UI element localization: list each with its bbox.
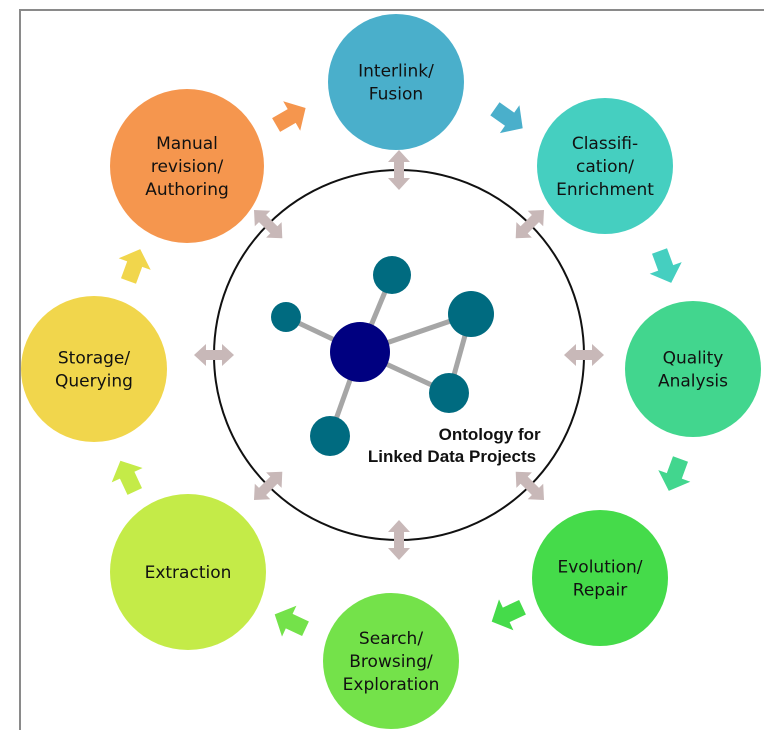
center-title: Ontology for Linked Data Projects (368, 425, 545, 466)
ring-double-arrow (254, 471, 283, 500)
network-hub-node (330, 322, 390, 382)
stage-label-line: Storage/ (58, 349, 131, 369)
stage-label-line: revision/ (151, 157, 224, 177)
stage-label-line: Quality (663, 349, 724, 369)
ring-double-arrow (564, 344, 604, 366)
stage-manual: Manual revision/Authoring (110, 89, 264, 243)
stage-circle-manual (110, 89, 264, 243)
cycle-arrow (272, 101, 306, 132)
network-node (310, 416, 350, 456)
ring-double-arrow (194, 344, 234, 366)
stage-label-manual: Manual revision/Authoring (145, 134, 229, 200)
stage-label-line: Evolution/ (558, 558, 643, 578)
stage-label-line: Enrichment (556, 180, 654, 200)
center-title-line-2: Linked Data Projects (368, 447, 536, 466)
stage-label-line: Classifi- (572, 134, 638, 154)
stage-label-storage: Storage/Querying (55, 349, 133, 392)
cycle-arrow (491, 599, 526, 631)
network-node (271, 302, 301, 332)
stage-circle-quality (625, 301, 761, 437)
stage-label-line: Manual (156, 134, 218, 154)
cycle-arrow (118, 249, 151, 284)
stage-label-line: cation/ (576, 157, 634, 177)
stage-label-line: Extraction (145, 563, 232, 583)
network-icon (271, 256, 494, 456)
stage-circle-search (323, 593, 459, 729)
stage-label-interlink: Interlink/Fusion (358, 62, 434, 105)
stage-label-line: Querying (55, 372, 133, 392)
cycle-arrows (111, 101, 691, 637)
stage-circle-extraction (110, 494, 266, 650)
ring-double-arrow (388, 150, 410, 190)
stage-circle-classification (537, 98, 673, 234)
ring-double-arrow (515, 210, 544, 239)
stage-circle-evolution (532, 510, 668, 646)
stage-classification: Classifi-cation/Enrichment (537, 98, 673, 234)
cycle-arrow (658, 456, 691, 491)
stage-label-line: Interlink/ (358, 62, 434, 82)
frame-border (19, 9, 764, 730)
stage-label-search: Search/Browsing/Exploration (343, 629, 440, 695)
cycle-arrow (490, 102, 523, 134)
stage-search: Search/Browsing/Exploration (323, 593, 459, 729)
ring-double-arrow (254, 210, 283, 239)
stage-label-extraction: Extraction (145, 563, 232, 583)
network-node (373, 256, 411, 294)
stage-label-line: Repair (573, 581, 627, 601)
stage-label-classification: Classifi-cation/Enrichment (556, 134, 654, 200)
center-title-line-1: Ontology for (439, 425, 541, 444)
cycle-arrow (274, 605, 309, 637)
stage-extraction: Extraction (110, 494, 266, 650)
ring-double-arrow (515, 471, 544, 500)
cycle-arrow (649, 248, 682, 283)
stage-circle-storage (21, 296, 167, 442)
network-node (448, 291, 494, 337)
stage-circles: Interlink/FusionClassifi-cation/Enrichme… (21, 14, 761, 729)
stage-label-line: Exploration (343, 675, 440, 695)
cycle-arrow (111, 460, 143, 495)
stage-label-line: Analysis (658, 372, 728, 392)
stage-label-line: Fusion (369, 85, 423, 105)
stage-label-evolution: Evolution/Repair (558, 558, 643, 601)
stage-label-line: Authoring (145, 180, 229, 200)
stage-storage: Storage/Querying (21, 296, 167, 442)
stage-label-line: Browsing/ (349, 652, 433, 672)
stage-circle-interlink (328, 14, 464, 150)
stage-interlink: Interlink/Fusion (328, 14, 464, 150)
ring-connector-arrows (194, 150, 604, 560)
network-node (429, 373, 469, 413)
stage-evolution: Evolution/Repair (532, 510, 668, 646)
ring-double-arrow (388, 520, 410, 560)
stage-label-line: Search/ (359, 629, 423, 649)
